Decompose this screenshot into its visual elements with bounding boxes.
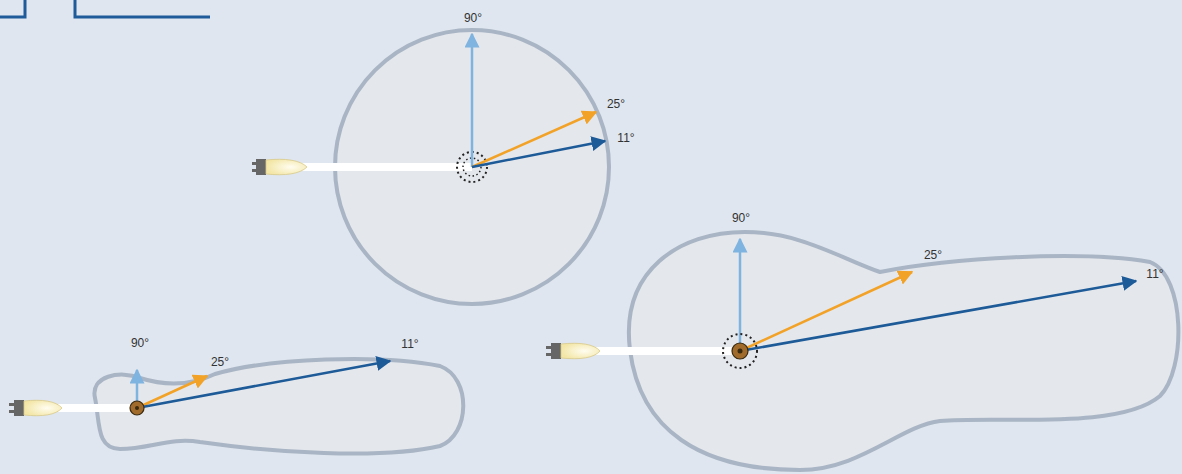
angle-label: 11° xyxy=(617,132,634,144)
narrow-pattern xyxy=(9,359,463,454)
angle-label: 90° xyxy=(131,337,149,349)
angle-label: 90° xyxy=(464,12,482,24)
frame-corner xyxy=(0,0,210,17)
wide-pattern xyxy=(546,232,1178,470)
angle-label: 11° xyxy=(401,338,418,350)
angle-label: 11° xyxy=(1146,268,1163,280)
angle-label: 25° xyxy=(211,356,229,368)
angle-label: 25° xyxy=(924,249,942,261)
circular-pattern xyxy=(252,30,609,304)
angle-label: 90° xyxy=(732,212,750,224)
angle-label: 25° xyxy=(607,98,625,110)
